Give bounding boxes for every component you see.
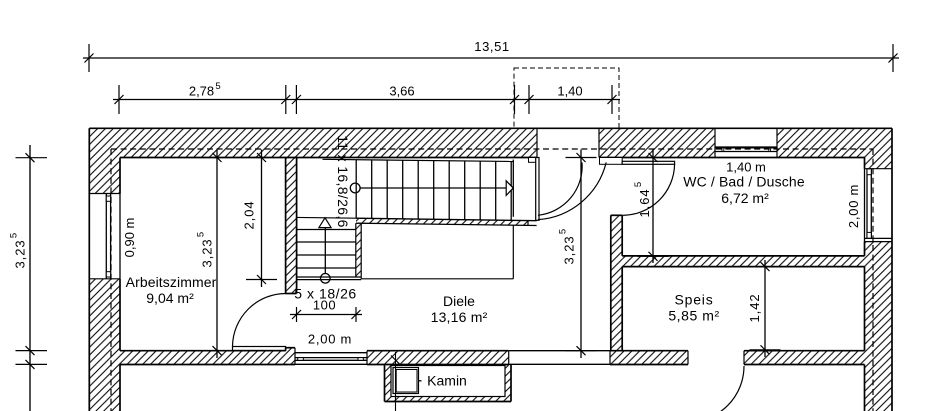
svg-text:2,04: 2,04: [242, 201, 257, 230]
svg-text:13,51: 13,51: [474, 39, 510, 54]
svg-text:1,40 m: 1,40 m: [726, 160, 766, 175]
svg-text:Diele: Diele: [443, 293, 475, 309]
svg-text:6,72 m²: 6,72 m²: [721, 190, 769, 206]
svg-text:WC / Bad / Dusche: WC / Bad / Dusche: [683, 174, 805, 190]
svg-text:9,04 m²: 9,04 m²: [146, 290, 194, 306]
svg-text:5,85 m²: 5,85 m²: [668, 308, 719, 324]
svg-text:2,00 m: 2,00 m: [846, 184, 861, 228]
svg-text:5: 5: [633, 182, 644, 187]
svg-text:1,42: 1,42: [747, 294, 762, 323]
svg-text:5: 5: [558, 229, 569, 234]
svg-text:Kamin: Kamin: [427, 373, 467, 389]
svg-text:Speis: Speis: [674, 292, 713, 308]
svg-text:0,90 m: 0,90 m: [122, 218, 137, 258]
svg-text:2,00 m: 2,00 m: [308, 332, 352, 347]
svg-text:3,23: 3,23: [13, 240, 28, 269]
svg-text:1,64: 1,64: [637, 189, 652, 218]
svg-text:100: 100: [313, 298, 336, 313]
svg-text:3,23: 3,23: [200, 239, 215, 268]
svg-text:1,40: 1,40: [557, 84, 582, 99]
svg-text:5: 5: [215, 81, 220, 92]
svg-text:11 x 16,8/26,6: 11 x 16,8/26,6: [335, 135, 351, 228]
svg-text:5: 5: [9, 233, 20, 238]
svg-text:2,78: 2,78: [189, 84, 214, 99]
svg-text:5: 5: [196, 232, 207, 237]
svg-text:Arbeitszimmer: Arbeitszimmer: [126, 274, 217, 290]
svg-text:3,23: 3,23: [562, 236, 577, 265]
svg-text:3,66: 3,66: [389, 84, 414, 99]
svg-text:5 x 18/26: 5 x 18/26: [294, 286, 357, 302]
svg-text:13,16 m²: 13,16 m²: [431, 309, 488, 325]
